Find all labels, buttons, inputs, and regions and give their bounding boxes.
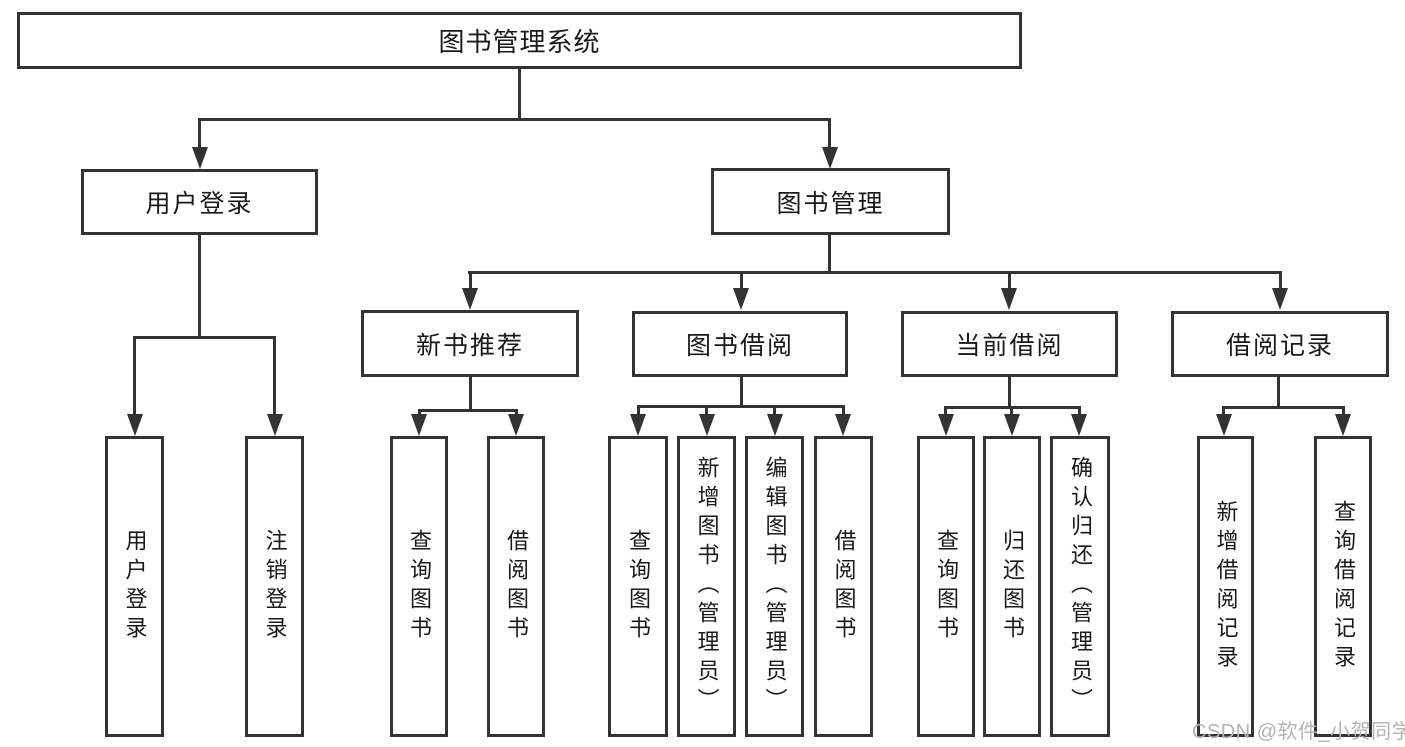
- arrow-down-icon: [822, 147, 838, 169]
- connector-line: [828, 118, 831, 149]
- connector-line: [773, 405, 776, 416]
- arrow-down-icon: [835, 414, 851, 436]
- connector-line: [1279, 271, 1282, 290]
- leaf-bb-borrow-book: 借阅图书: [814, 436, 873, 737]
- node-book-borrowing: 图书借阅: [632, 311, 848, 377]
- leaf-cb-confirm-return-admin: 确认归还（管理员）: [1050, 436, 1110, 737]
- connector-line: [418, 409, 518, 412]
- leaf-cb-query-book: 查询图书: [917, 436, 975, 737]
- connector-line: [418, 409, 421, 416]
- leaf-label: 新增借阅记录: [1213, 499, 1239, 674]
- connector-line: [518, 69, 521, 118]
- node-book-management: 图书管理: [711, 168, 950, 235]
- arrow-down-icon: [938, 414, 954, 436]
- connector-line: [828, 235, 831, 271]
- arrow-down-icon: [267, 414, 283, 436]
- leaf-label: 用户登录: [122, 528, 148, 645]
- node-label: 当前借阅: [955, 332, 1064, 360]
- connector-line: [1010, 406, 1013, 416]
- leaf-label: 编辑图书（管理员）: [762, 456, 788, 717]
- node-current-borrowing: 当前借阅: [901, 311, 1118, 377]
- leaf-br-add-record: 新增借阅记录: [1197, 436, 1254, 737]
- node-label: 图书管理系统: [438, 27, 601, 57]
- leaf-rec-borrow-book: 借阅图书: [487, 436, 545, 737]
- leaf-rec-query-book: 查询图书: [390, 436, 448, 737]
- connector-line: [133, 336, 136, 416]
- arrow-down-icon: [192, 147, 208, 169]
- leaf-br-query-record: 查询借阅记录: [1314, 436, 1372, 737]
- arrow-down-icon: [1335, 414, 1351, 436]
- leaf-logout: 注销登录: [245, 436, 304, 737]
- connector-line: [1277, 377, 1280, 406]
- connector-line: [133, 336, 276, 339]
- node-library-management-system: 图书管理系统: [17, 12, 1022, 69]
- node-label: 新书推荐: [415, 331, 524, 360]
- leaf-label: 借阅图书: [831, 528, 857, 645]
- leaf-bb-query-book: 查询图书: [608, 436, 668, 737]
- arrow-down-icon: [1001, 288, 1017, 310]
- connector-line: [515, 409, 518, 416]
- arrow-down-icon: [1272, 288, 1288, 310]
- arrow-down-icon: [699, 414, 715, 436]
- connector-line: [1222, 406, 1225, 416]
- connector-line: [705, 405, 708, 416]
- node-new-book-recommendation: 新书推荐: [361, 310, 579, 377]
- leaf-label: 查询图书: [407, 528, 432, 645]
- node-borrowing-records: 借阅记录: [1171, 311, 1389, 377]
- leaf-label: 确认归还（管理员）: [1068, 456, 1093, 717]
- connector-line: [944, 406, 947, 416]
- connector-line: [273, 336, 276, 416]
- connector-line: [740, 271, 743, 290]
- connector-line: [468, 271, 1281, 274]
- leaf-label: 借阅图书: [504, 528, 529, 645]
- connector-line: [1342, 406, 1345, 416]
- arrow-down-icon: [767, 414, 783, 436]
- leaf-bb-add-book-admin: 新增图书（管理员）: [677, 436, 736, 737]
- node-label: 借阅记录: [1225, 332, 1334, 360]
- arrow-down-icon: [508, 414, 524, 436]
- leaf-label: 注销登录: [262, 528, 288, 645]
- leaf-label: 查询图书: [934, 528, 959, 645]
- leaf-label: 查询图书: [626, 528, 651, 645]
- connector-line: [1222, 406, 1344, 409]
- node-label: 图书借阅: [685, 332, 794, 360]
- csdn-watermark: CSDN @软件_小贺同学: [1192, 721, 1405, 743]
- leaf-cb-return-book: 归还图书: [983, 436, 1041, 737]
- connector-line: [1078, 406, 1081, 416]
- connector-line: [637, 405, 844, 408]
- leaf-user-login: 用户登录: [105, 436, 164, 737]
- connector-line: [198, 118, 831, 121]
- arrow-down-icon: [127, 414, 143, 436]
- connector-line: [469, 271, 472, 290]
- connector-line: [198, 118, 201, 149]
- connector-line: [740, 377, 743, 405]
- connector-line: [1008, 377, 1011, 406]
- leaf-label: 新增图书（管理员）: [694, 456, 720, 717]
- node-label: 用户登录: [145, 190, 254, 218]
- arrow-down-icon: [733, 288, 749, 310]
- connector-line: [198, 235, 201, 336]
- arrow-down-icon: [1216, 414, 1232, 436]
- connector-line: [842, 405, 845, 416]
- leaf-bb-edit-book-admin: 编辑图书（管理员）: [745, 436, 804, 737]
- connector-line: [637, 405, 640, 416]
- arrow-down-icon: [1071, 414, 1087, 436]
- node-user-login: 用户登录: [81, 169, 318, 235]
- connector-line: [1008, 271, 1011, 290]
- connector-line: [469, 377, 472, 409]
- leaf-label: 归还图书: [1000, 528, 1025, 645]
- arrow-down-icon: [630, 414, 646, 436]
- arrow-down-icon: [411, 414, 427, 436]
- leaf-label: 查询借阅记录: [1331, 499, 1356, 674]
- arrow-down-icon: [462, 288, 478, 310]
- node-label: 图书管理: [776, 189, 885, 218]
- arrow-down-icon: [1004, 414, 1020, 436]
